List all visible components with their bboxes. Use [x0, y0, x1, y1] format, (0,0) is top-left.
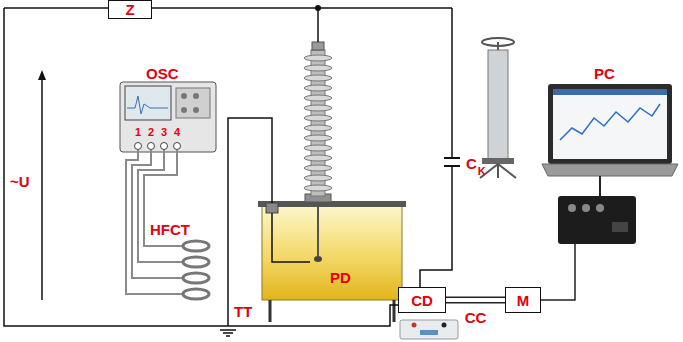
defect-label: PD — [330, 270, 351, 285]
bushing-shed — [304, 55, 332, 61]
osc-channel — [161, 143, 168, 150]
terminal — [442, 323, 447, 328]
computer-label: PC — [594, 66, 615, 81]
cable-connector — [446, 300, 505, 301]
bushing-shed — [304, 145, 332, 151]
return-wire — [4, 8, 398, 326]
device-cable — [541, 244, 575, 300]
tank-label: TT — [234, 304, 252, 319]
sensor-label: HFCT — [150, 222, 190, 237]
cable-outer — [446, 297, 505, 304]
coupling-wire — [420, 8, 452, 287]
capacitor-subscript: K — [478, 166, 486, 177]
osc-channel — [148, 143, 155, 150]
coupling-device-box: CD — [398, 287, 446, 313]
osc-channel — [135, 143, 142, 150]
bushing-shed — [304, 85, 332, 91]
device-knob — [596, 204, 604, 212]
bushing-cap — [312, 42, 324, 50]
cable-label: CC — [463, 310, 489, 325]
device-knob — [568, 204, 576, 212]
osc-trace — [127, 96, 168, 114]
pd-electrode — [314, 256, 322, 262]
hfct-ring — [183, 257, 209, 267]
bushing-shed — [304, 125, 332, 131]
usb-cable — [599, 176, 601, 196]
hv-wire — [4, 7, 452, 9]
osc-knob — [193, 93, 199, 99]
measuring-device — [558, 196, 636, 244]
bushing-shed — [304, 155, 332, 161]
osc-channel — [174, 143, 181, 150]
bushing-shed — [304, 115, 332, 121]
osc-knob — [193, 107, 199, 113]
osc-panel — [176, 88, 210, 118]
divider-base — [482, 158, 514, 164]
bushing-shed — [304, 105, 332, 111]
pd-lead — [272, 213, 310, 262]
device-port — [612, 222, 628, 232]
bushing-rod — [317, 202, 319, 256]
tank-sensor — [266, 203, 278, 213]
hfct-ring — [183, 289, 209, 299]
arrow-head — [38, 70, 46, 80]
bushing-shed — [304, 165, 332, 171]
divider-body — [488, 50, 508, 160]
screen-chart — [560, 104, 660, 140]
node-text: M — [517, 293, 530, 308]
device-logo — [420, 330, 438, 335]
channel-number: 1 — [135, 127, 141, 138]
bushing-shed — [304, 135, 332, 141]
device-knob — [582, 204, 590, 212]
hfct-lead — [138, 150, 183, 262]
laptop-lid — [548, 84, 672, 164]
terminal — [412, 323, 417, 328]
coupling-device-photo — [400, 320, 458, 339]
laptop-screen — [553, 89, 667, 159]
hfct-ring — [183, 273, 209, 283]
node-text: Z — [125, 2, 134, 17]
capacitor-symbol — [444, 158, 460, 166]
divider-stem — [497, 42, 499, 50]
laptop-base — [542, 164, 678, 176]
screen-header — [553, 89, 667, 95]
tank-legs — [270, 300, 394, 322]
bushing-shed — [304, 185, 332, 191]
device-label: OSC — [146, 66, 179, 81]
osc-knob — [181, 93, 187, 99]
capacitor-label: C — [466, 156, 477, 171]
ground-symbol — [220, 330, 236, 336]
bushing-shed — [304, 75, 332, 81]
hfct-lead — [132, 150, 183, 278]
channel-number: 2 — [148, 127, 154, 138]
cable-inner — [446, 298, 505, 302]
oil-tank — [262, 205, 402, 300]
tank-lid — [258, 201, 406, 207]
bushing-shed — [304, 65, 332, 71]
osc-screen — [125, 86, 171, 120]
impedance-box: Z — [108, 0, 152, 19]
channel-number: 4 — [174, 127, 180, 138]
node-text: CD — [411, 293, 433, 308]
hfct-ring — [183, 241, 209, 251]
bushing-wire — [317, 8, 319, 42]
voltage-arrow — [41, 80, 43, 300]
bushing-shed — [304, 175, 332, 181]
channel-number: 3 — [161, 127, 167, 138]
bushing-core — [311, 50, 325, 196]
bushing-shed — [304, 95, 332, 101]
osc-knob — [181, 107, 187, 113]
oscilloscope — [120, 82, 216, 152]
measuring-unit-box: M — [505, 287, 541, 313]
voltage-label: ~U — [10, 174, 30, 189]
ground-lead — [228, 118, 272, 326]
